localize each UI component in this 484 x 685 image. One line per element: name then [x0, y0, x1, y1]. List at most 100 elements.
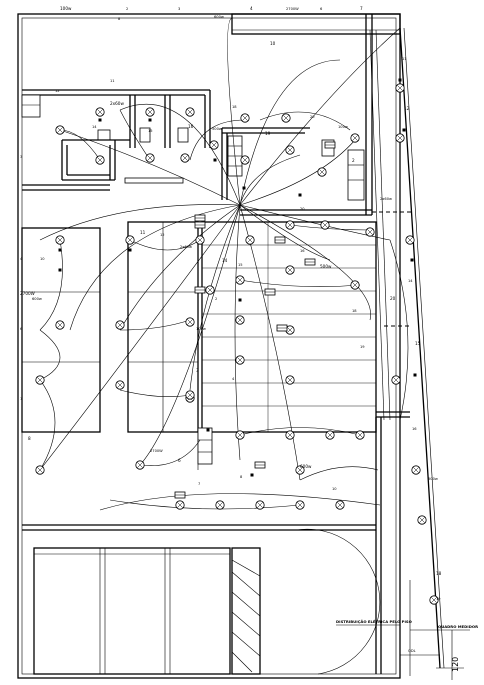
switch-icon	[58, 268, 62, 272]
light-fixture-icon	[285, 375, 295, 385]
light-fixture-icon	[209, 140, 219, 150]
light-fixture-icon	[55, 320, 65, 330]
light-fixture-icon	[350, 133, 360, 143]
light-fixture-icon	[115, 320, 125, 330]
fluorescent-fixture-icon	[304, 258, 316, 266]
circuit-tag: 4	[20, 257, 23, 261]
light-fixture-icon	[317, 167, 327, 177]
circuit-tag: 16	[300, 249, 305, 253]
circuit-tag: 6	[20, 327, 23, 331]
circuit-tag: 15	[148, 129, 153, 133]
right-office	[201, 221, 410, 433]
switch-icon	[58, 248, 62, 252]
circuit-tag: 500w	[320, 264, 332, 269]
light-fixture-icon	[395, 83, 405, 93]
light-fixture-icon	[417, 515, 427, 525]
light-fixture-icon	[35, 465, 45, 475]
light-fixture-icon	[365, 227, 375, 237]
circuit-tag: 20	[310, 115, 315, 119]
light-fixture-icon	[135, 460, 145, 470]
circuit-tag: 10	[270, 41, 276, 46]
circuit-tag: 19	[265, 131, 271, 136]
light-fixture-icon	[325, 430, 335, 440]
lower-hall	[22, 417, 382, 675]
fluorescent-fixture-icon	[174, 491, 186, 499]
light-fixture-icon	[235, 430, 245, 440]
light-fixture-icon	[285, 265, 295, 275]
fluorescent-fixture-icon	[194, 214, 206, 222]
switch-icon	[410, 258, 414, 262]
light-fixture-icon	[235, 355, 245, 365]
light-fixtures	[35, 83, 439, 605]
circuit-tag: 12	[55, 89, 60, 93]
circuit-tag: 500w	[212, 127, 222, 131]
fluorescent-fixture-icon	[194, 221, 206, 229]
circuit-tag: 10	[40, 257, 45, 261]
circuit-tag: 100w	[338, 125, 348, 129]
switch-icon	[398, 78, 402, 82]
circuit-tag: 14	[92, 125, 97, 129]
light-fixture-icon	[405, 235, 415, 245]
light-fixture-icon	[125, 235, 135, 245]
circuit-tag: 10	[332, 487, 337, 491]
circuit-tag: 7	[360, 6, 363, 11]
light-fixture-icon	[395, 133, 405, 143]
light-fixture-icon	[35, 375, 45, 385]
central-divider	[22, 184, 412, 327]
left-office-grid	[21, 221, 199, 433]
light-fixture-icon	[55, 235, 65, 245]
light-fixture-icon	[185, 390, 195, 400]
fluorescent-fixture-icon	[264, 288, 276, 296]
light-fixture-icon	[391, 375, 401, 385]
switch-icon	[238, 298, 242, 302]
switch-icon	[250, 473, 254, 477]
circuit-tag: 100w	[60, 6, 72, 11]
switch-icon	[148, 118, 152, 122]
switch-icon	[242, 186, 246, 190]
circuit-tag: 2	[352, 158, 355, 163]
circuit-tag: 4	[232, 377, 235, 381]
light-fixture-icon	[295, 500, 305, 510]
circuit-tag: 100w	[196, 327, 206, 331]
light-fixture-icon	[185, 107, 195, 117]
circuit-tag: 7	[198, 482, 200, 486]
light-fixture-icon	[95, 155, 105, 165]
panel-label: QDL	[408, 649, 416, 653]
light-fixture-icon	[285, 220, 295, 230]
light-fixture-icon	[240, 113, 250, 123]
circuit-tag: 19	[436, 597, 441, 601]
switch-icon	[98, 118, 102, 122]
notes-area: DISTRIBUIÇÃO ELÉTRICA PELO PISO QUADRO M…	[336, 580, 478, 680]
switch-icon	[128, 248, 132, 252]
circuit-tag: 18	[436, 571, 442, 576]
light-fixture-icon	[95, 107, 105, 117]
light-fixture-icon	[255, 500, 265, 510]
circuit-tag: 600w	[214, 15, 224, 19]
circuit-tag: 3	[196, 368, 199, 373]
top-right-room	[231, 13, 401, 215]
light-fixture-icon	[335, 500, 345, 510]
circuit-tag: 16	[412, 427, 417, 431]
circuit-tag: 600w	[300, 464, 312, 469]
light-fixture-icon	[411, 465, 421, 475]
distribution-note: DISTRIBUIÇÃO ELÉTRICA PELO PISO	[336, 619, 413, 624]
circuit-tag: 20	[300, 207, 305, 211]
circuit-tag: 12	[404, 106, 410, 111]
light-fixture-icon	[145, 107, 155, 117]
light-fixture-icon	[185, 317, 195, 327]
light-fixture-icon	[285, 430, 295, 440]
light-fixture-icon	[175, 500, 185, 510]
circuit-tag: 18	[232, 105, 237, 109]
circuit-tag: 2700W	[286, 7, 299, 11]
light-fixture-icon	[235, 315, 245, 325]
circuit-tag: 8	[118, 17, 121, 21]
circuit-tag: 8	[28, 436, 31, 441]
circuit-tag: 11	[140, 230, 146, 235]
switch-icon	[206, 428, 210, 432]
circuit-tag: 600w	[32, 297, 42, 301]
fluorescent-fixture-icon	[324, 141, 336, 149]
light-fixture-icon	[350, 280, 360, 290]
fluorescent-fixture-icon	[274, 236, 286, 244]
